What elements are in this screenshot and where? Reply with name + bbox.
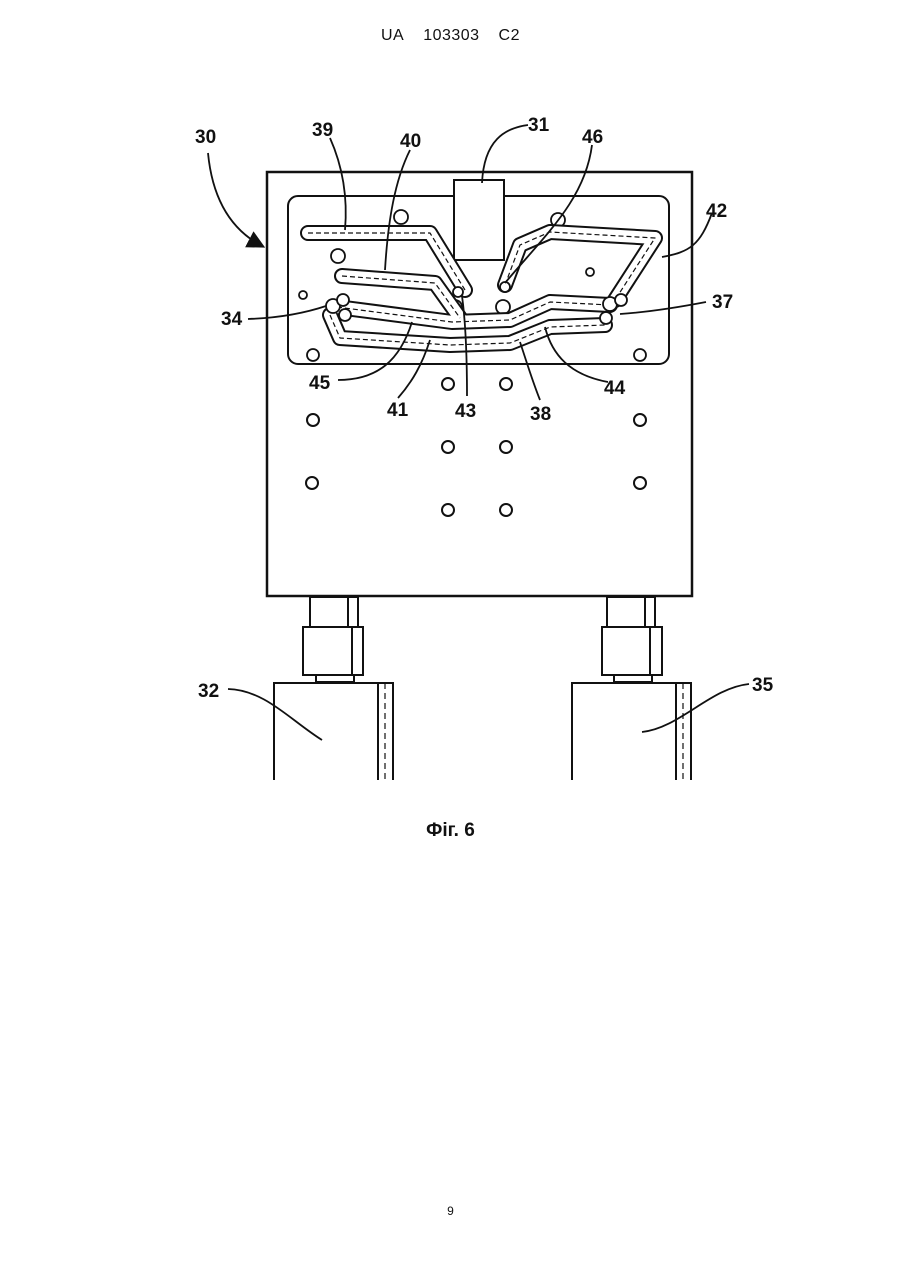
ref-label-39: 39 — [312, 120, 333, 141]
ref-label-40: 40 — [400, 131, 421, 152]
ref-label-35: 35 — [752, 675, 774, 696]
patent-drawing: 30 39 40 31 46 42 34 37 45 41 43 38 44 3… — [0, 0, 901, 800]
block-holes — [306, 378, 646, 516]
ref-label-41: 41 — [387, 400, 409, 421]
ref-label-42: 42 — [706, 201, 727, 222]
ref-label-32: 32 — [198, 681, 219, 702]
figure-caption: Фіг. 6 — [0, 820, 901, 842]
page-number: 9 — [0, 1204, 901, 1218]
component-31 — [454, 180, 504, 260]
ref-label-31: 31 — [528, 115, 550, 136]
right-connector — [602, 597, 662, 682]
ref-label-30: 30 — [195, 127, 216, 148]
left-connector — [303, 597, 363, 682]
ref-label-37: 37 — [712, 292, 733, 313]
body-35 — [572, 683, 691, 780]
ref-label-44: 44 — [604, 378, 626, 399]
ref-label-38: 38 — [530, 404, 551, 425]
ref-label-43: 43 — [455, 401, 476, 422]
ref-label-46: 46 — [582, 127, 603, 148]
body-32 — [274, 683, 393, 780]
ref-label-34: 34 — [221, 309, 243, 330]
ref-label-45: 45 — [309, 373, 331, 394]
